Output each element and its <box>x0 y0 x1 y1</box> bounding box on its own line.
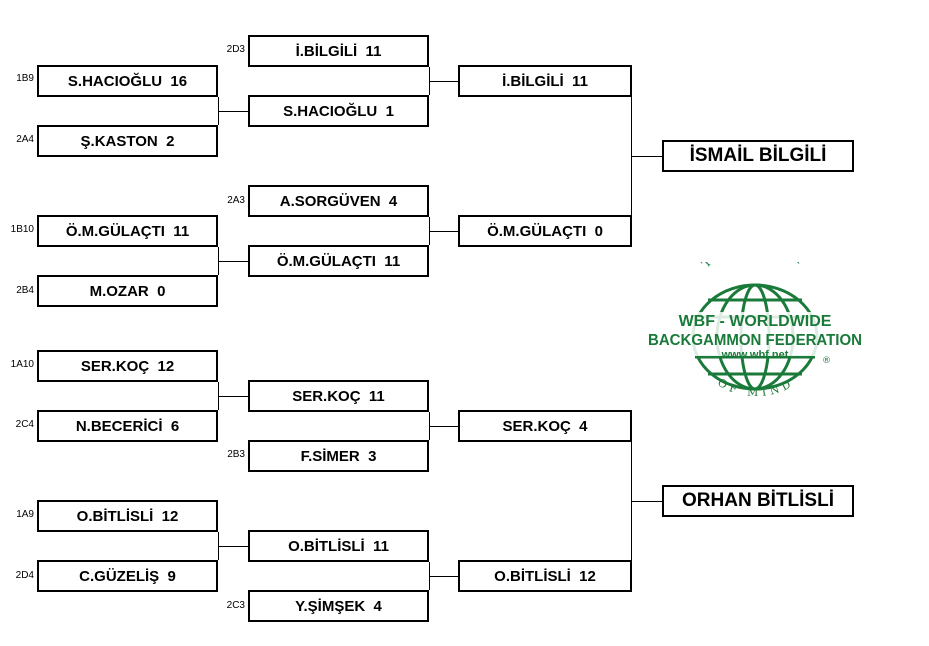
bracket-slot-r1: O.BİTLİSLİ 12 <box>37 500 218 532</box>
finalist-top: İSMAİL BİLGİLİ <box>662 140 854 172</box>
connector-line <box>218 111 248 112</box>
connector-line <box>218 546 248 547</box>
connector-line <box>429 67 430 95</box>
bracket-slot-r2: Y.ŞİMŞEK 4 <box>248 590 429 622</box>
connector-line <box>218 97 219 125</box>
connector-line <box>429 217 430 245</box>
bracket-slot-r1: Ö.M.GÜLAÇTI 11 <box>37 215 218 247</box>
seed-label: 2B4 <box>16 285 34 296</box>
logo-url: www.wbf.net <box>721 349 789 361</box>
connector-line <box>429 81 458 82</box>
connector-line <box>218 261 248 262</box>
logo-registered-mark: ® <box>822 356 831 366</box>
connector-line <box>429 426 458 427</box>
bracket-slot-r1: S.HACIOĞLU 16 <box>37 65 218 97</box>
seed-label: 2D3 <box>226 44 245 55</box>
seed-label: 2C4 <box>15 419 34 430</box>
connector-line <box>218 396 248 397</box>
logo-line1: WBF - WORLDWIDE <box>679 313 832 330</box>
connector-line <box>631 156 662 157</box>
player-score: İ.BİLGİLİ 11 <box>295 42 382 60</box>
player-score: O.BİTLİSLİ 12 <box>494 567 596 585</box>
player-score: Ö.M.GÜLAÇTI 0 <box>487 222 603 240</box>
seed-label: 2D4 <box>15 570 34 581</box>
player-score: M.OZAR 0 <box>89 282 166 300</box>
player-score: S.HACIOĞLU 16 <box>67 72 188 90</box>
bracket-slot-r3: İ.BİLGİLİ 11 <box>458 65 632 97</box>
bracket-slot-r2: A.SORGÜVEN 4 <box>248 185 429 217</box>
player-score: N.BECERİCİ 6 <box>75 417 180 435</box>
seed-label: 2A4 <box>16 134 34 145</box>
player-score: O.BİTLİSLİ 12 <box>76 507 179 525</box>
wbf-logo: THE SPORT WBF - WORLDWIDE BACKGAMMON FED… <box>646 262 864 399</box>
logo-arc-top: THE SPORT <box>699 262 811 270</box>
finalist-name: ORHAN BİTLİSLİ <box>682 490 834 511</box>
finalist-name: İSMAİL BİLGİLİ <box>689 145 827 166</box>
bracket-slot-r2: S.HACIOĞLU 1 <box>248 95 429 127</box>
seed-label: 1B9 <box>16 73 34 84</box>
bracket-slot-r1: SER.KOÇ 12 <box>37 350 218 382</box>
player-score: O.BİTLİSLİ 11 <box>288 537 389 555</box>
connector-line <box>429 562 430 590</box>
player-score: SER.KOÇ 12 <box>80 357 175 375</box>
player-score: İ.BİLGİLİ 11 <box>502 72 588 90</box>
seed-label: 2C3 <box>226 600 245 611</box>
player-score: S.HACIOĞLU 1 <box>283 102 394 120</box>
bracket-slot-r2: O.BİTLİSLİ 11 <box>248 530 429 562</box>
player-score: Y.ŞİMŞEK 4 <box>295 597 382 615</box>
connector-line <box>218 247 219 275</box>
bracket-slot-r3: Ö.M.GÜLAÇTI 0 <box>458 215 632 247</box>
player-score: SER.KOÇ 11 <box>292 387 385 405</box>
player-score: Ş.KASTON 2 <box>80 132 175 150</box>
player-score: A.SORGÜVEN 4 <box>279 192 398 210</box>
player-score: Ö.M.GÜLAÇTI 11 <box>276 252 401 270</box>
seed-label: 2A3 <box>227 195 245 206</box>
connector-line <box>218 532 219 560</box>
bracket-slot-r1: Ş.KASTON 2 <box>37 125 218 157</box>
bracket-slot-r2: İ.BİLGİLİ 11 <box>248 35 429 67</box>
connector-line <box>429 576 458 577</box>
bracket-slot-r3: SER.KOÇ 4 <box>458 410 632 442</box>
bracket-slot-r1: M.OZAR 0 <box>37 275 218 307</box>
logo-line2: BACKGAMMON FEDERATION <box>648 332 862 349</box>
bracket-slot-r1: N.BECERİCİ 6 <box>37 410 218 442</box>
connector-line <box>218 382 219 410</box>
seed-label: 1B10 <box>10 224 34 235</box>
connector-line <box>631 501 662 502</box>
seed-label: 2B3 <box>227 449 245 460</box>
bracket-slot-r1: C.GÜZELİŞ 9 <box>37 560 218 592</box>
player-score: SER.KOÇ 4 <box>502 417 588 435</box>
bracket-slot-r2: Ö.M.GÜLAÇTI 11 <box>248 245 429 277</box>
bracket-slot-r2: F.SİMER 3 <box>248 440 429 472</box>
seed-label: 1A10 <box>10 359 34 370</box>
player-score: F.SİMER 3 <box>300 447 377 465</box>
player-score: C.GÜZELİŞ 9 <box>79 567 176 585</box>
bracket-slot-r3: O.BİTLİSLİ 12 <box>458 560 632 592</box>
bracket-slot-r2: SER.KOÇ 11 <box>248 380 429 412</box>
finalist-bottom: ORHAN BİTLİSLİ <box>662 485 854 517</box>
seed-label: 1A9 <box>16 509 34 520</box>
player-score: Ö.M.GÜLAÇTI 11 <box>65 222 190 240</box>
connector-line <box>429 231 458 232</box>
connector-line <box>429 412 430 440</box>
